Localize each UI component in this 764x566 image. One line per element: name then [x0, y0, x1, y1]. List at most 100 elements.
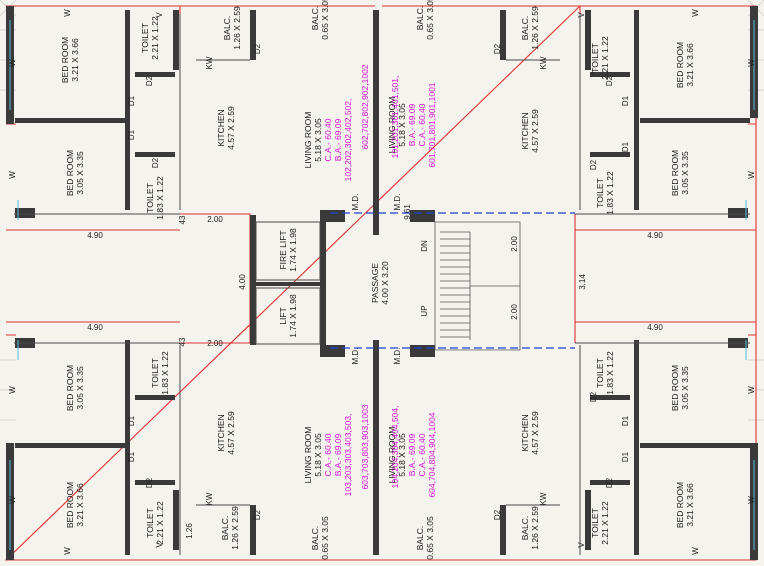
vent-v-br: V: [577, 537, 587, 553]
dim-text: 1.26: [185, 523, 194, 539]
carpet-area: C.A.- 60.40: [417, 103, 427, 147]
room-name: BALC.: [520, 15, 530, 41]
dim-text: 2.00: [207, 339, 223, 348]
main-door-tr: M.D.: [392, 189, 404, 215]
room-name: KITCHEN: [216, 109, 226, 147]
door-d2-br: D2: [605, 475, 615, 491]
room-size: 1.74 X 1.98: [288, 228, 298, 272]
tag-text: D2: [589, 159, 598, 171]
balcony-bottom-right: BALC. 1.26 X 2.59: [517, 506, 543, 550]
window-w-tl-2: W: [8, 55, 18, 71]
room-size: 1.74 X 1.98: [288, 294, 298, 338]
room-size: 0.65 X 3.05: [425, 0, 435, 40]
room-name: BED ROOM: [65, 481, 75, 529]
dimension-43-top: 43: [177, 210, 189, 230]
md-text: M.D.: [393, 193, 402, 211]
room-name: BALC.: [310, 525, 320, 551]
flat-numbers: 604,704,804,904,1004: [427, 412, 437, 498]
door-d2-br-balc: D2: [493, 507, 503, 523]
room-size: 1.26 X 2.59: [232, 6, 242, 50]
dim-text: 4.90: [647, 231, 663, 240]
room-size: 0.65 X 3.05: [425, 516, 435, 560]
room-name: KITCHEN: [520, 112, 530, 150]
tag-text: D2: [605, 477, 614, 489]
room-name: LIFT: [278, 307, 288, 325]
window-w-tl: W: [63, 5, 73, 21]
built-area: B.A.- 69.09: [407, 103, 417, 147]
toilet-small-top-left: TOILET 1.83 X 1.22: [142, 168, 168, 228]
room-name: BALC.: [415, 525, 425, 551]
room-size: 1.26 X 2.59: [530, 6, 540, 50]
tag-text: W: [747, 386, 756, 394]
room-name: TOILET: [595, 178, 605, 208]
door-d2-tr: D2: [605, 73, 615, 89]
up-text: UP: [420, 305, 429, 317]
room-size: 5.18 X 3.05: [313, 433, 323, 477]
flat-numbers: 601,701,801,901,1001: [427, 82, 437, 168]
room-size: 4.00 X 3.20: [380, 261, 390, 305]
dimension-126-bl: 1.26: [185, 519, 195, 543]
md-text: M.D.: [351, 193, 360, 211]
door-d1-tr-2: D1: [621, 139, 631, 155]
door-d2-tr-balc: D2: [493, 41, 503, 57]
room-name: BALC.: [222, 15, 232, 41]
room-name: BED ROOM: [65, 364, 75, 412]
tag-text: KW: [205, 56, 214, 70]
room-size: 3.05 X 3.35: [75, 151, 85, 195]
room-size: 1.26 X 2.59: [230, 506, 240, 550]
room-name: TOILET: [140, 23, 150, 53]
window-w-tl-3: W: [8, 167, 18, 183]
balcony-small-bottom-right: BALC. 0.65 X 3.05: [412, 516, 438, 560]
tag-text: D1: [127, 415, 136, 427]
bed-room-bottom-right: BED ROOM 3.21 X 3.66: [665, 475, 705, 535]
dimension-lobby-top: 2.00: [200, 214, 230, 226]
room-name: BED ROOM: [670, 364, 680, 412]
tag-text: W: [747, 496, 756, 504]
carpet-area: C.A.- 60.40: [323, 118, 333, 162]
room-size: 4.57 X 2.59: [226, 411, 236, 455]
room-size: 0.65 X 3.05: [320, 516, 330, 560]
dim-text: 2.00: [510, 236, 519, 252]
window-w-bl: W: [63, 543, 73, 559]
bed-room-2-top-right: BED ROOM 3.05 X 3.35: [667, 143, 693, 203]
tag-text: D2: [253, 509, 262, 521]
room-name: BALC.: [415, 5, 425, 31]
toilet-bottom-right: TOILET 2.21 X 1.22: [587, 493, 613, 553]
dim-text: 4.90: [647, 323, 663, 332]
tag-text: W: [63, 9, 72, 17]
kitchen-bottom-left: KITCHEN 4.57 X 2.59: [213, 403, 239, 463]
flat-numbers-top-left-2: 602,702,802,902,1002: [358, 52, 372, 162]
tag-text: D1: [621, 451, 630, 463]
tag-text: D2: [253, 43, 262, 55]
room-name: BALC.: [310, 5, 320, 31]
built-area: B.A.- 69.09: [333, 118, 343, 162]
room-name: LIVING ROOM: [303, 426, 313, 484]
room-size: 1.26 X 2.59: [530, 506, 540, 550]
dim-text: 4.90: [87, 323, 103, 332]
window-w-bl-2: W: [8, 492, 18, 508]
stair-down-label: DN: [419, 231, 431, 261]
dim-text: 9.61: [403, 204, 412, 220]
room-name: BED ROOM: [670, 149, 680, 197]
door-d1-tr: D1: [621, 93, 631, 109]
door-d1-tl: D1: [127, 93, 137, 109]
dim-text: 3.14: [578, 274, 587, 290]
room-size: 4.57 X 2.59: [226, 106, 236, 150]
dim-text: 4.00: [238, 274, 247, 290]
room-name: TOILET: [145, 183, 155, 213]
door-d1-br-2: D1: [621, 413, 631, 429]
door-d2-br-2: D2: [589, 389, 599, 405]
room-name: BED ROOM: [60, 36, 70, 84]
tag-text: V: [155, 542, 164, 548]
living-room-bottom-left: LIVING ROOM 5.18 X 3.05 C.A.- 60.40 B.A.…: [303, 405, 353, 505]
room-name: BED ROOM: [675, 41, 685, 89]
balcony-small-bottom-left: BALC. 0.65 X 3.05: [307, 516, 333, 560]
window-w-tr-2: W: [747, 55, 757, 71]
room-name: LIVING ROOM: [303, 111, 313, 169]
kitchen-top-left: KITCHEN 4.57 X 2.59: [213, 98, 239, 158]
flat-numbers-top-right-1: 101,201,301,401,501,: [388, 62, 402, 172]
stair-width-top: 2.00: [509, 229, 521, 259]
carpet-area: C.A.- 60.40: [417, 433, 427, 477]
main-door-br: M.D.: [392, 343, 404, 369]
door-d1-bl: D1: [127, 449, 137, 465]
